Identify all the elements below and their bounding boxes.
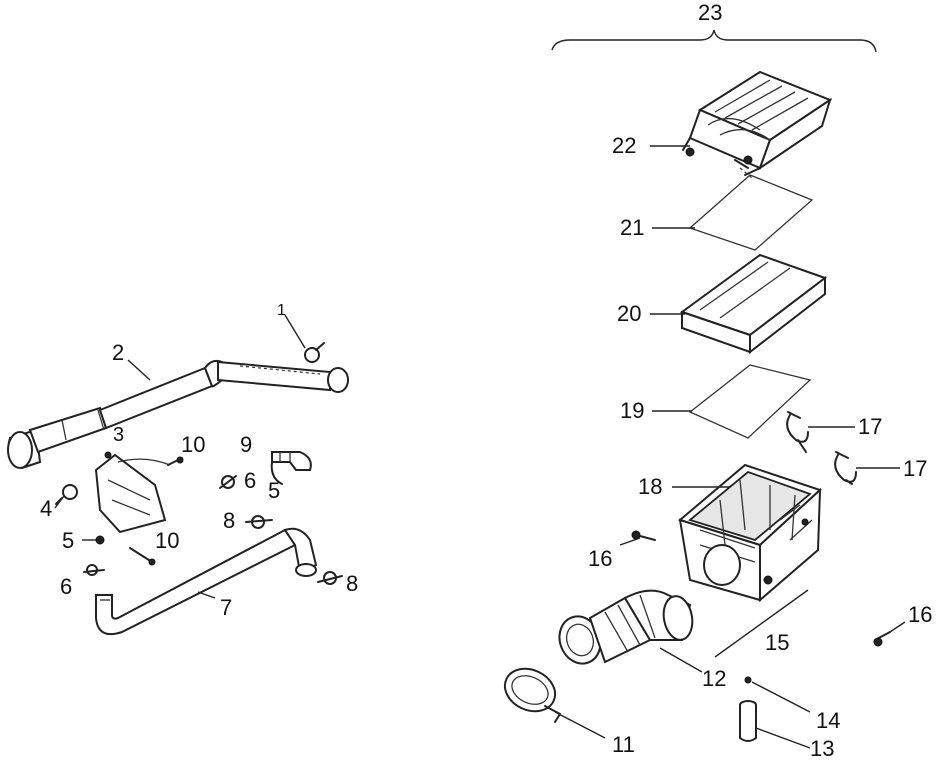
leader-7 xyxy=(197,591,216,599)
label-16-right: 16 xyxy=(908,602,933,627)
part-5-fitting-left xyxy=(82,535,105,545)
part-3-bracket xyxy=(94,451,171,534)
part-12-intake-duct xyxy=(558,589,694,665)
leader-12 xyxy=(659,647,703,673)
part-11-hose-clamp xyxy=(503,667,561,723)
part-14-washer xyxy=(744,676,752,684)
part-17-clip-upper xyxy=(786,411,809,453)
label-5-right: 5 xyxy=(268,478,281,503)
label-3: 3 xyxy=(113,424,125,446)
label-12: 12 xyxy=(702,666,727,691)
leader-14 xyxy=(751,681,811,713)
group-23-bracket xyxy=(551,29,877,53)
label-9: 9 xyxy=(240,432,253,457)
label-6-right: 6 xyxy=(244,468,257,493)
part-7-hose xyxy=(95,527,318,636)
part-6-clip-left xyxy=(83,564,105,576)
part-22-filter-cover xyxy=(682,70,833,179)
part-10-screw-upper xyxy=(167,456,184,466)
leader-16a xyxy=(619,537,641,546)
label-8-upper: 8 xyxy=(223,508,236,533)
part-15-baseline xyxy=(714,589,809,658)
part-18-air-box xyxy=(677,463,822,603)
part-1-hose-clip xyxy=(284,314,325,363)
part-5-fitting-right xyxy=(270,461,283,485)
label-1: 1 xyxy=(277,302,286,319)
label-13: 13 xyxy=(810,736,835,761)
part-8-clip-upper xyxy=(245,515,273,529)
part-10-screw-lower xyxy=(129,547,156,566)
part-20-filter-block xyxy=(679,253,828,355)
label-2: 2 xyxy=(112,340,125,365)
label-20: 20 xyxy=(617,301,642,326)
part-13-drain-tube xyxy=(739,700,757,742)
label-19: 19 xyxy=(620,398,645,423)
label-23: 23 xyxy=(698,0,723,25)
label-16-left: 16 xyxy=(588,546,613,571)
part-19-filter-sheet xyxy=(688,364,812,439)
label-7: 7 xyxy=(220,595,233,620)
leader-11 xyxy=(554,711,606,739)
label-4: 4 xyxy=(40,496,53,521)
label-17-upper: 17 xyxy=(858,414,883,439)
label-17-lower: 17 xyxy=(903,456,928,481)
label-15: 15 xyxy=(765,630,790,655)
leader-16b xyxy=(889,621,906,633)
label-6-left: 6 xyxy=(60,574,73,599)
leader-13 xyxy=(755,727,811,749)
part-8-clip-lower xyxy=(317,571,343,585)
label-11: 11 xyxy=(612,732,635,757)
label-10-upper: 10 xyxy=(181,432,206,457)
part-16-screw-right xyxy=(873,631,891,647)
part-4-clamp xyxy=(54,484,78,509)
label-8-lower: 8 xyxy=(346,571,359,596)
label-21: 21 xyxy=(620,215,645,240)
label-10-lower: 10 xyxy=(155,528,180,553)
label-18: 18 xyxy=(638,474,663,499)
part-17-clip-lower xyxy=(834,451,857,485)
label-22: 22 xyxy=(612,133,637,158)
label-5-left: 5 xyxy=(62,528,75,553)
part-9-elbow-fitting xyxy=(271,451,312,471)
part-6-clip-right xyxy=(219,475,237,489)
part-2-breather-hose xyxy=(7,359,349,470)
leader-2 xyxy=(127,359,151,381)
part-21-filter-sheet xyxy=(688,174,814,251)
label-14: 14 xyxy=(816,708,841,733)
part-16-screw-left xyxy=(631,530,656,541)
